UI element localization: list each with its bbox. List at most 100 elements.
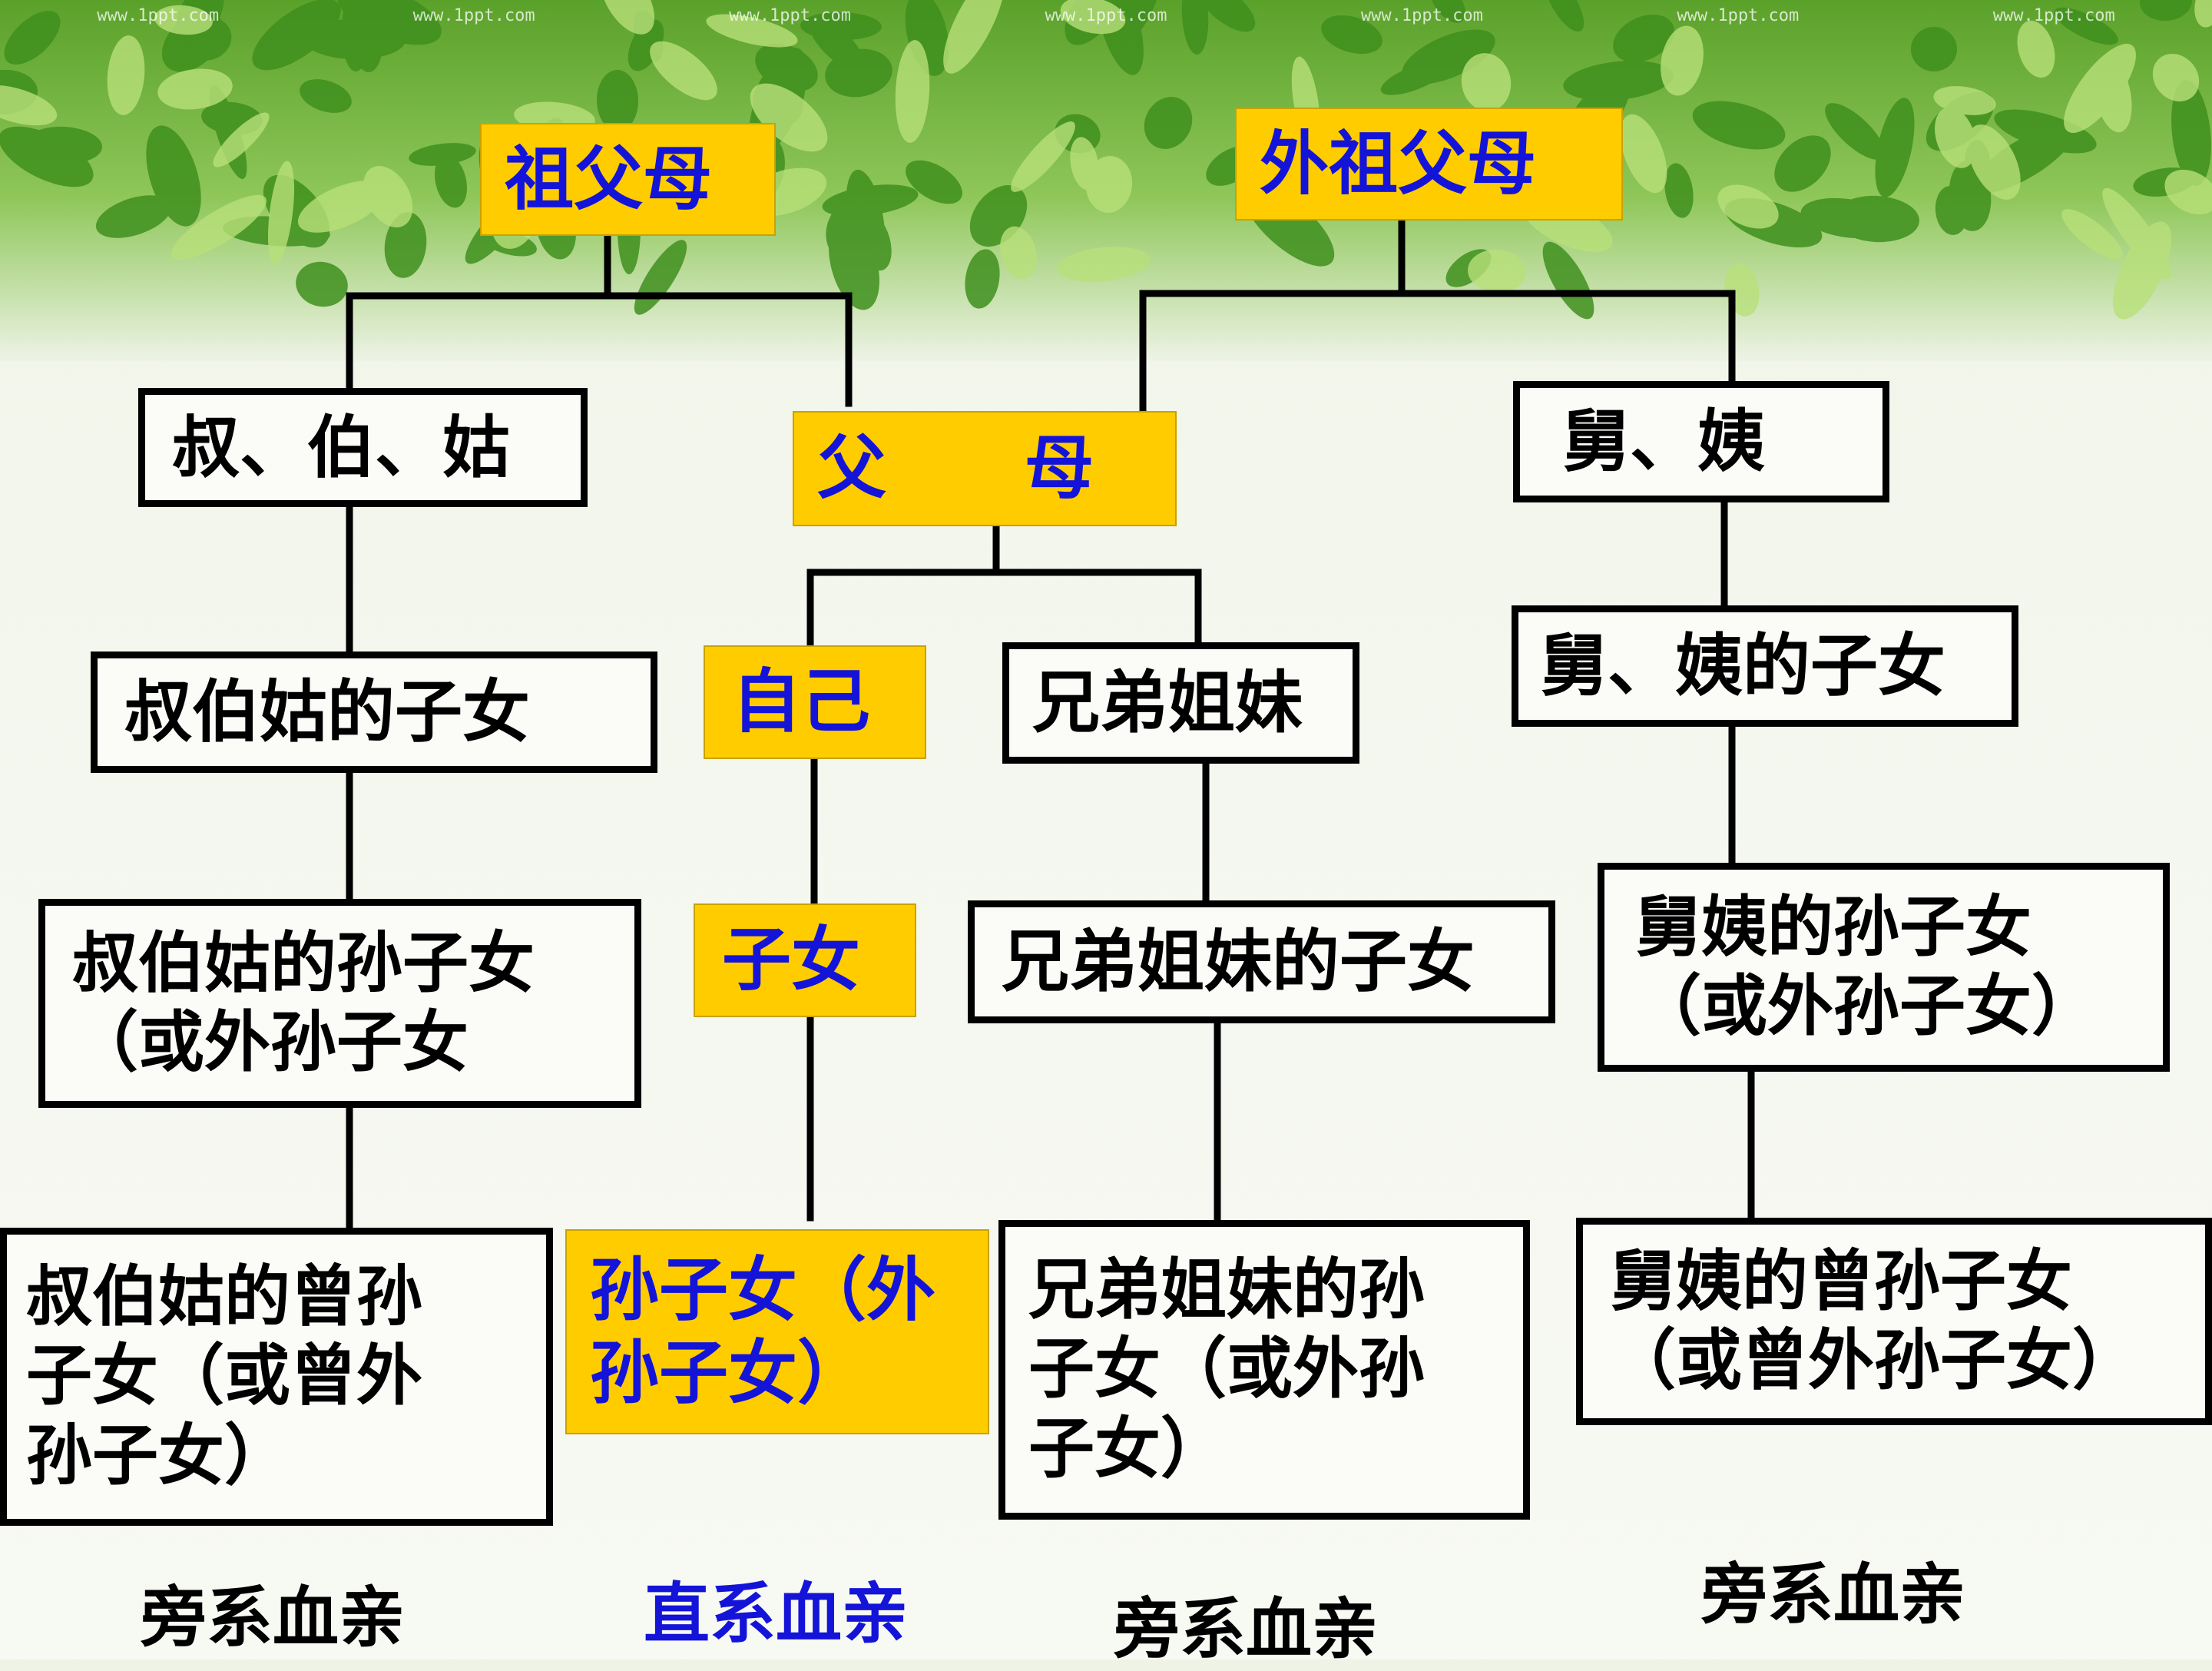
footer-label-collateral-left: 旁系血亲 bbox=[141, 1580, 405, 1656]
node-paternal-second-gen: 叔伯姑的孙子女 （或外孙子女 bbox=[38, 899, 641, 1108]
leaf-shape bbox=[434, 154, 468, 208]
node-paternal-cousins: 叔伯姑的子女 bbox=[91, 651, 657, 773]
node-paternal-third-gen: 叔伯姑的曾孙 子女（或曾外 孙子女） bbox=[0, 1228, 553, 1526]
leaf-shape bbox=[296, 261, 348, 307]
leaf-shape bbox=[2017, 20, 2055, 78]
watermark-text: www.1ppt.com bbox=[1992, 5, 2115, 25]
leaf-shape bbox=[1967, 124, 2021, 200]
leaf-shape bbox=[750, 83, 828, 152]
leaf-shape bbox=[965, 249, 1000, 309]
node-self: 自己 bbox=[704, 645, 926, 759]
node-grandchildren: 孙子女（外 孙子女） bbox=[565, 1229, 989, 1434]
leaf-shape bbox=[2102, 187, 2171, 280]
leaf-shape bbox=[303, 18, 406, 60]
leaf-shape bbox=[1563, 61, 1674, 101]
leaf-shape bbox=[2194, 0, 2212, 28]
leaf-shape bbox=[1800, 197, 1894, 239]
leaf-shape bbox=[337, 0, 442, 45]
leaf-shape bbox=[267, 161, 295, 265]
leaf-shape bbox=[2171, 80, 2211, 186]
leaf-shape bbox=[1542, 241, 1594, 320]
leaf-shape bbox=[154, 5, 213, 35]
leaf-shape bbox=[1935, 107, 1976, 168]
node-label: 父 母 bbox=[817, 428, 1094, 509]
leaf-shape bbox=[1692, 101, 1786, 150]
node-maternal-second-gen: 舅姨的孙子女 （或外孙子女） bbox=[1598, 863, 2170, 1072]
leaf-shape bbox=[1181, 0, 1209, 55]
leaf-shape bbox=[943, 0, 1005, 74]
leaf-shape bbox=[1011, 121, 1075, 192]
node-label: 兄弟姐妹 bbox=[1032, 663, 1303, 743]
leaf-shape bbox=[157, 68, 233, 110]
node-label: 叔伯姑的曾孙 子女（或曾外 孙子女） bbox=[26, 1258, 422, 1494]
watermark-text: www.1ppt.com bbox=[1045, 5, 1167, 25]
node-siblings-grandchildren: 兄弟姐妹的孙 子女（或外孙 子女） bbox=[998, 1220, 1530, 1520]
leaf-shape bbox=[1429, 0, 1466, 23]
leaf-shape bbox=[1933, 86, 1996, 115]
leaf-shape bbox=[1085, 156, 1133, 213]
node-label: 孙子女（外 孙子女） bbox=[590, 1249, 935, 1414]
leaf-shape bbox=[146, 125, 201, 227]
node-label: 外祖父母 bbox=[1260, 123, 1536, 204]
node-label: 兄弟姐妹的子女 bbox=[1002, 922, 1475, 1002]
leaf-shape bbox=[297, 181, 386, 233]
node-label: 子女 bbox=[722, 920, 860, 1000]
node-label: 自己 bbox=[732, 661, 870, 742]
leaf-shape bbox=[1717, 184, 1779, 229]
leaf-shape bbox=[809, 17, 864, 71]
watermark-text: www.1ppt.com bbox=[729, 5, 852, 25]
leaf-shape bbox=[1000, 226, 1037, 280]
node-label: 舅姨的曾孙子女 （或曾外孙子女） bbox=[1610, 1242, 2138, 1399]
leaf-shape bbox=[2064, 43, 2136, 134]
leaf-shape bbox=[300, 79, 352, 113]
leaf-shape bbox=[600, 0, 655, 35]
leaf-shape bbox=[1664, 163, 1694, 218]
leaf-shape bbox=[1057, 247, 1151, 282]
node-label: 祖父母 bbox=[505, 138, 712, 220]
leaf-shape bbox=[1774, 135, 1831, 192]
leaf-shape bbox=[826, 201, 870, 260]
leaf-shape bbox=[1117, 0, 1160, 44]
node-label: 叔、伯、姑 bbox=[172, 407, 511, 487]
leaf-shape bbox=[1911, 26, 1957, 72]
leaf-shape bbox=[2140, 0, 2192, 22]
leaf-shape bbox=[4, 11, 61, 65]
leaf-shape bbox=[706, 14, 798, 48]
leaf-shape bbox=[895, 40, 930, 143]
leaf-shape bbox=[596, 70, 639, 131]
leaf-shape bbox=[2054, 7, 2118, 45]
leaf-shape bbox=[1461, 53, 1512, 111]
leaf-shape bbox=[1994, 109, 2097, 154]
node-siblings-children: 兄弟姐妹的子女 bbox=[968, 900, 1555, 1023]
footer-label-lineal: 直系血亲 bbox=[644, 1576, 908, 1653]
leaf-shape bbox=[1613, 15, 1674, 62]
watermark-text: www.1ppt.com bbox=[412, 5, 535, 25]
node-parents: 父 母 bbox=[793, 411, 1177, 526]
leaf-shape bbox=[0, 85, 58, 126]
leaf-shape bbox=[1875, 98, 1915, 197]
leaf-shape bbox=[2061, 209, 2123, 260]
leaf-shape bbox=[25, 126, 102, 164]
node-label: 舅、姨的子女 bbox=[1540, 626, 1946, 706]
leaf-shape bbox=[384, 212, 427, 278]
leaf-shape bbox=[1620, 114, 1667, 194]
node-maternal-grandparents: 外祖父母 bbox=[1235, 108, 1623, 220]
leaf-shape bbox=[1197, 0, 1256, 32]
node-label: 兄弟姐妹的孙 子女（或外孙 子女） bbox=[1028, 1252, 1425, 1487]
leaf-shape bbox=[1144, 97, 1193, 149]
leaf-shape bbox=[2152, 53, 2200, 102]
node-label: 叔伯姑的子女 bbox=[124, 672, 531, 752]
node-siblings: 兄弟姐妹 bbox=[1002, 642, 1359, 764]
watermark-strip: www.1ppt.com www.1ppt.com www.1ppt.com w… bbox=[0, 0, 2212, 31]
leaf-shape bbox=[95, 195, 172, 238]
node-label: 舅、姨 bbox=[1562, 402, 1766, 482]
node-label: 舅姨的孙子女 （或外孙子女） bbox=[1635, 888, 2098, 1045]
leaf-shape bbox=[171, 194, 267, 260]
leaf-shape bbox=[1060, 0, 1126, 35]
leaf-shape bbox=[1545, 0, 1584, 32]
leaf-shape bbox=[650, 41, 717, 101]
node-maternal-third-gen: 舅姨的曾孙子女 （或曾外孙子女） bbox=[1576, 1218, 2212, 1425]
leaf-shape bbox=[1321, 15, 1382, 55]
leaf-shape bbox=[1402, 29, 1495, 85]
